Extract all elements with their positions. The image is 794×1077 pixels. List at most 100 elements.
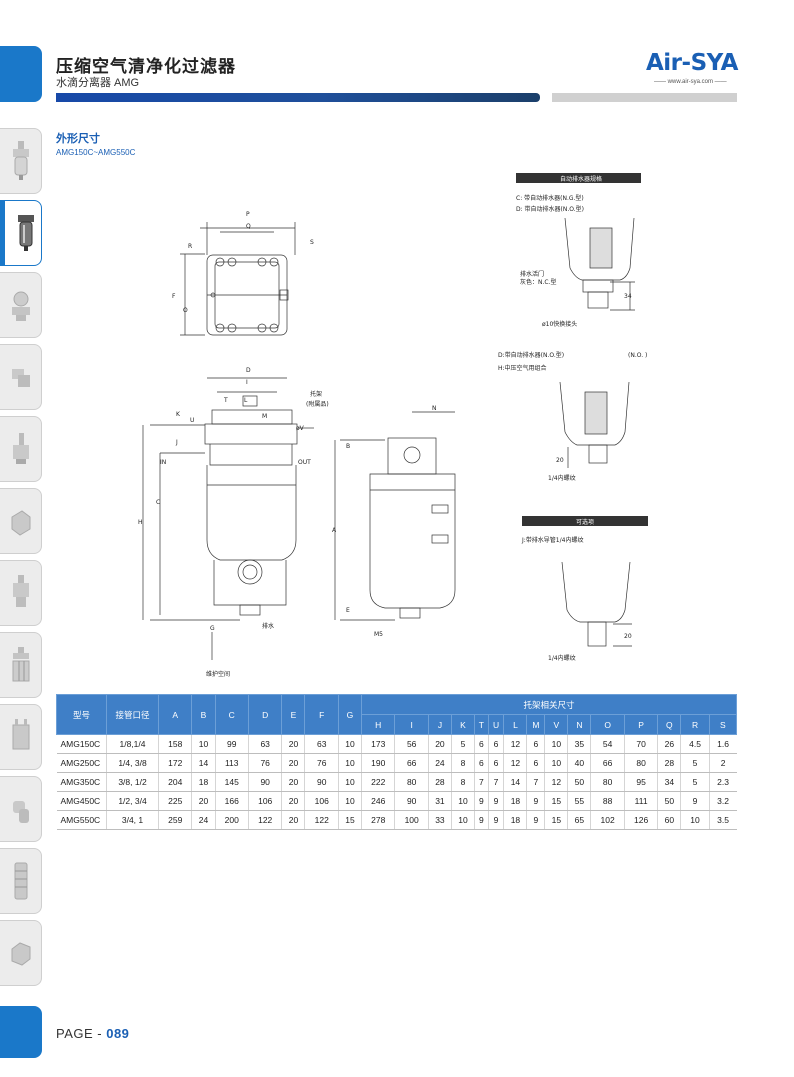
auto-drain-d: D: 带自动排水器(N.O.型)	[516, 205, 584, 213]
col-f: F	[304, 694, 339, 735]
optional-drain-detail	[561, 561, 632, 647]
table-cell: 55	[567, 791, 592, 811]
table-cell: 7	[526, 772, 546, 792]
col-t: T	[474, 714, 489, 735]
page-subtitle: 水滴分离器 AMG	[56, 77, 140, 89]
table-cell: 18	[503, 791, 528, 811]
dim-s: S	[310, 239, 314, 246]
table-cell: 63	[304, 734, 339, 754]
table-cell: 106	[304, 791, 339, 811]
fitting-icon[interactable]	[0, 344, 42, 410]
label-out: OUT	[298, 459, 311, 466]
table-cell: 8	[451, 753, 476, 773]
optional-header: 可选项	[576, 518, 594, 526]
drain-valve-type: 灰色：N.C.型	[520, 278, 557, 286]
table-cell: 10	[338, 791, 363, 811]
brand-url: —— www.air-sya.com ——	[654, 79, 727, 85]
table-cell: 66	[394, 753, 429, 773]
table-cell: 6	[526, 753, 546, 773]
dim-r: R	[188, 243, 192, 250]
col-i: I	[394, 714, 429, 735]
table-cell: 122	[304, 810, 339, 830]
table-cell: 90	[248, 772, 283, 792]
table-cell: 65	[567, 810, 592, 830]
chapter-tab[interactable]	[0, 46, 42, 102]
col-d: D	[247, 694, 283, 735]
table-cell: 5	[680, 753, 710, 773]
table-cell: 76	[248, 753, 283, 773]
col-o: O	[590, 714, 625, 735]
filter-icon[interactable]	[0, 200, 42, 266]
col-n: N	[567, 714, 592, 735]
dim-u: U	[190, 417, 194, 424]
table-cell: 6	[488, 734, 505, 754]
table-cell: 111	[624, 791, 659, 811]
table-cell: 1/8,1/4	[106, 734, 159, 754]
table-cell: 190	[361, 753, 396, 773]
quick-fitting-label: ø10快换接头	[542, 320, 577, 328]
dim-j: J	[175, 439, 178, 446]
table-cell: 9	[488, 810, 505, 830]
manifold-icon[interactable]	[0, 632, 42, 698]
dim-i: I	[246, 379, 248, 386]
quick-coupler-icon[interactable]	[0, 920, 42, 986]
table-cell: 100	[394, 810, 429, 830]
dimension-table: 型号 接管口径 A B C D E F G 托架相关尺寸 H I J K T U…	[56, 694, 738, 830]
col-g: G	[337, 694, 363, 735]
dim-t: T	[223, 397, 228, 404]
table-cell: 278	[361, 810, 396, 830]
table-cell: 10	[451, 791, 476, 811]
table-cell: 20	[281, 734, 306, 754]
table-cell: 10	[544, 753, 569, 773]
table-cell: 99	[215, 734, 249, 754]
col-u: U	[487, 714, 505, 735]
regulator-icon[interactable]	[0, 560, 42, 626]
table-cell: 76	[304, 753, 339, 773]
no-type-tag: (N.O. )	[628, 352, 647, 359]
table-cell: 9	[526, 810, 546, 830]
dim-l: L	[244, 397, 248, 404]
col-b: B	[191, 694, 216, 735]
col-c: C	[214, 694, 249, 735]
table-cell: 102	[590, 810, 625, 830]
model-cell: AMG450C	[56, 791, 107, 811]
filter-regulator-icon[interactable]	[0, 128, 42, 194]
table-cell: 15	[544, 810, 569, 830]
dim-n: N	[432, 405, 437, 412]
table-cell: 50	[567, 772, 592, 792]
table-cell: 50	[657, 791, 682, 811]
table-cell: 88	[590, 791, 625, 811]
elbow-icon[interactable]	[0, 776, 42, 842]
solenoid-icon[interactable]	[0, 416, 42, 482]
table-cell: 95	[624, 772, 659, 792]
table-cell: 6	[526, 734, 546, 754]
optional-j: J:带排水导管1/4内螺纹	[521, 536, 583, 544]
col-k: K	[450, 714, 476, 735]
dim-q: Q	[246, 223, 251, 230]
bracket-cols-row: H I J K T U L M V N O P Q R S	[57, 714, 738, 735]
model-cell: AMG150C	[56, 734, 107, 754]
table-cell: 10	[338, 734, 363, 754]
table-cell: 126	[624, 810, 659, 830]
table-cell: 18	[503, 810, 528, 830]
table-cell: 40	[567, 753, 592, 773]
table-cell: 204	[158, 772, 193, 792]
table-cell: 12	[544, 772, 569, 792]
silencer-icon[interactable]	[0, 848, 42, 914]
table-cell: 225	[158, 791, 193, 811]
col-s: S	[708, 714, 738, 735]
table-cell: 166	[215, 791, 249, 811]
table-cell: 15	[544, 791, 569, 811]
model-cell: AMG350C	[56, 772, 107, 792]
block-icon[interactable]	[0, 488, 42, 554]
dimension-drawing: P Q R S F O D I T L M K U J IN OUT H C G…	[138, 173, 648, 678]
filter-side-view	[334, 411, 456, 621]
dim-g: G	[210, 625, 215, 632]
dim-h: H	[138, 519, 143, 526]
valve-icon[interactable]	[0, 272, 42, 338]
table-cell: 20	[281, 753, 306, 773]
cylinder-icon[interactable]	[0, 704, 42, 770]
auto-drain-header: 自动排水器规格	[560, 175, 602, 183]
